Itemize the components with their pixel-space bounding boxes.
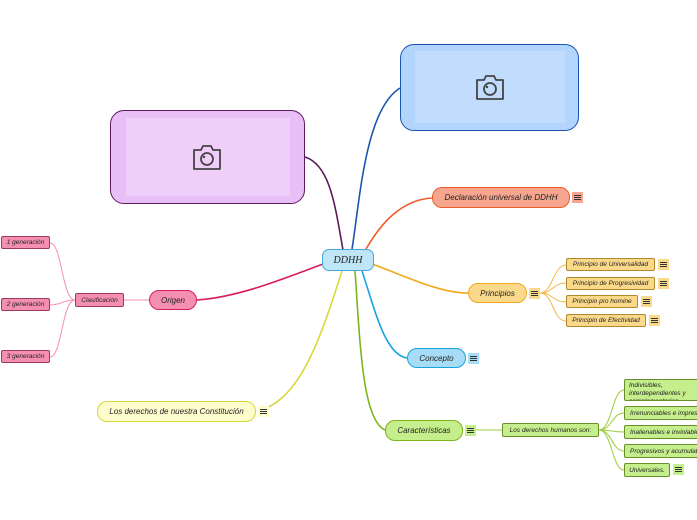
link-image-left [304,156,344,251]
subtopic-clasificacion[interactable]: Clasificación [75,293,124,307]
caracteristica-item[interactable]: Irrenunciables e imprescriptibles [624,406,697,420]
caracteristica-item[interactable]: Inalienables e inviolables [624,425,697,439]
image-node-left[interactable] [110,110,305,204]
caracteristica-item[interactable]: Universales. [624,463,670,477]
link-princ-1 [539,264,567,294]
topic-principios[interactable]: Principios [468,283,527,303]
notes-icon[interactable] [468,353,479,364]
caracteristica-item[interactable]: Progresivos y acumulativos [624,444,697,458]
notes-icon[interactable] [529,288,540,299]
link-princ-4 [539,292,567,322]
notes-icon[interactable] [658,259,669,270]
link-constitucion [257,270,343,412]
topic-declaracion[interactable]: Declaración universal de DDHH [432,187,570,208]
notes-icon[interactable] [658,278,669,289]
principio-item[interactable]: Principio de Universalidad [566,258,655,271]
image-placeholder [126,118,290,196]
generacion-item[interactable]: 1 generación [1,236,50,249]
camera-icon [193,145,221,170]
link-concepto [361,270,408,359]
link-princ-2 [539,282,567,294]
link-declaracion [365,197,433,250]
generacion-item[interactable]: 3 generación [1,350,50,363]
subtopic-derechos-son[interactable]: Los derechos humanos son: [502,423,599,437]
caracteristica-item[interactable]: Indivisibles, interdependientes y comple… [624,379,697,401]
topic-concepto[interactable]: Concepto [407,348,466,368]
image-placeholder [415,51,565,123]
camera-icon [476,75,504,100]
principio-item[interactable]: Principio de Progresividad [566,277,655,290]
notes-icon[interactable] [465,425,476,436]
notes-icon[interactable] [641,296,652,307]
topic-origen[interactable]: Origen [149,290,197,310]
central-topic[interactable]: DDHH [322,249,374,271]
image-node-right[interactable] [400,44,579,131]
link-gen-3 [49,299,76,358]
notes-icon[interactable] [673,464,684,475]
link-gen-1 [49,242,76,301]
link-car-5 [598,429,625,471]
generacion-item[interactable]: 2 generación [1,298,50,311]
notes-icon[interactable] [572,192,583,203]
principio-item[interactable]: Principio de Efectividad [566,314,646,327]
link-car-1 [598,389,625,431]
principio-item[interactable]: Principio pro homine [566,295,638,308]
notes-icon[interactable] [258,406,269,417]
link-gen-2 [49,299,76,306]
link-principios [371,263,469,294]
link-image-right [351,87,401,250]
link-car-2 [598,412,625,431]
link-caracteristicas [354,270,386,431]
topic-caracteristicas[interactable]: Características [385,420,463,441]
notes-icon[interactable] [649,315,660,326]
topic-constitucion[interactable]: Los derechos de nuestra Constitución [97,401,256,422]
link-origen [196,263,324,301]
